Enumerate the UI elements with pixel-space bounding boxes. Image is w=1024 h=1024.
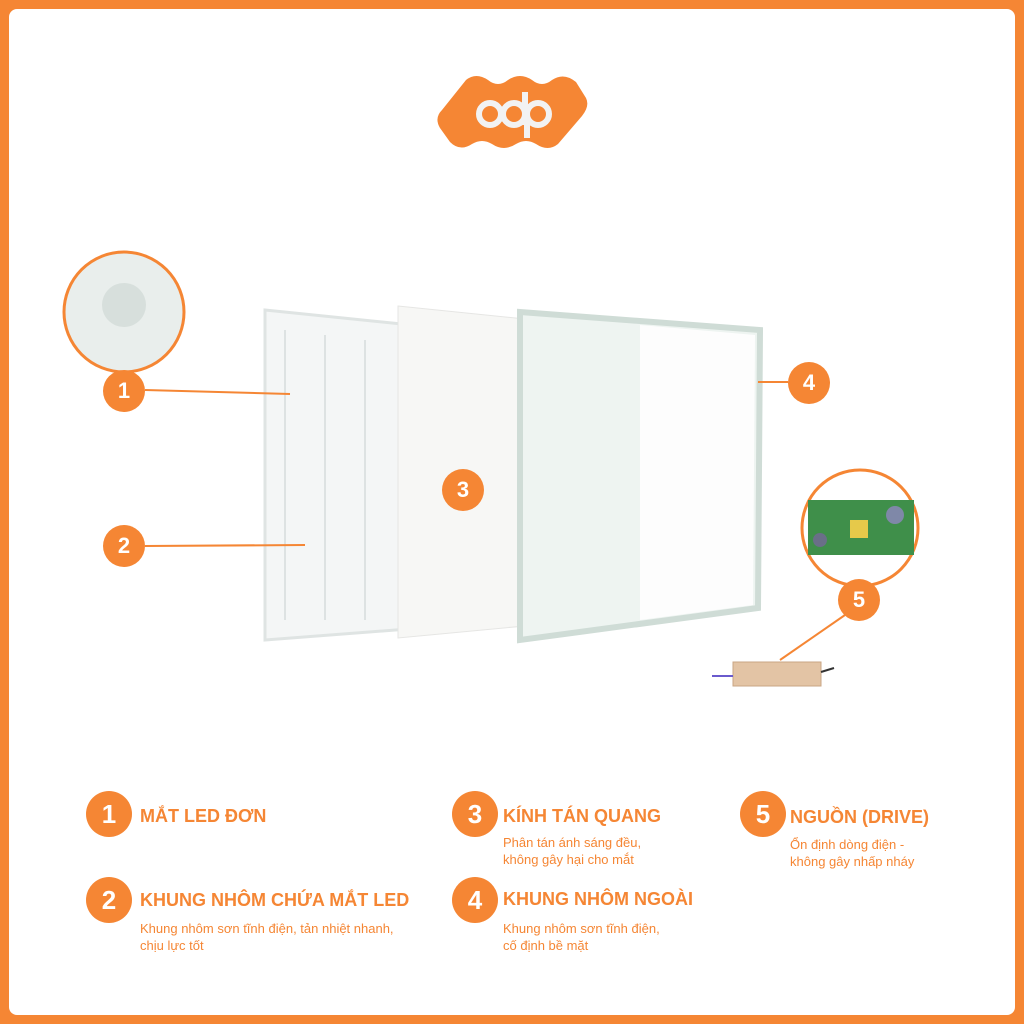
legend-number: 5 — [740, 791, 786, 837]
legend-desc-line: Phân tán ánh sáng đều, — [503, 835, 642, 850]
legend-title: NGUỒN (DRIVE) — [790, 807, 929, 827]
legend-desc-line: không gây nhấp nháy — [790, 854, 915, 869]
legend-desc-line: Ổn định dòng điện - — [790, 837, 905, 852]
legend-desc-line: Khung nhôm sơn tĩnh điện, — [503, 921, 660, 936]
callout-1: 1 — [103, 370, 145, 412]
legend-number: 2 — [86, 877, 132, 923]
legend-title: KHUNG NHÔM CHỨA MẮT LED — [140, 890, 410, 910]
callout-5: 5 — [838, 579, 880, 621]
legend-desc-line: cố định bề mặt — [503, 938, 589, 953]
legend-number: 4 — [452, 877, 498, 923]
outer-aluminum-frame — [517, 308, 764, 644]
driver-box — [732, 661, 822, 687]
adp-logo — [436, 72, 588, 152]
callout-3: 3 — [442, 469, 484, 511]
legend-title: MẮT LED ĐƠN — [140, 806, 267, 826]
legend-title: KÍNH TÁN QUANG — [503, 806, 661, 826]
callout-2: 2 — [103, 525, 145, 567]
legend-desc-line: không gây hại cho mắt — [503, 852, 634, 867]
legend-number: 3 — [452, 791, 498, 837]
exploded-view-diagram — [62, 250, 920, 687]
legend-desc-line: Khung nhôm sơn tĩnh điện, tản nhiệt nhan… — [140, 921, 394, 936]
legend-title: KHUNG NHÔM NGOÀI — [503, 889, 693, 909]
legend-desc-line: chịu lực tốt — [140, 938, 204, 953]
callout-4: 4 — [788, 362, 830, 404]
legend-number: 1 — [86, 791, 132, 837]
